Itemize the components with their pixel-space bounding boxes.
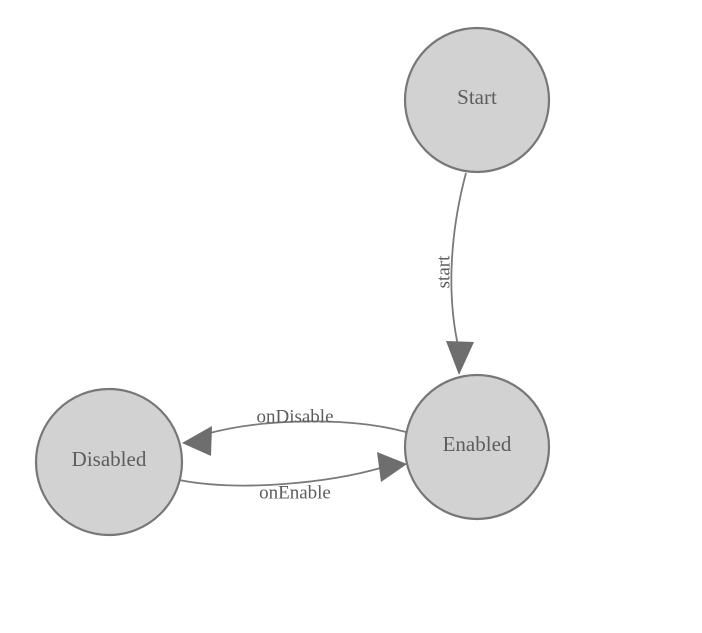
edge-label-start: start xyxy=(433,255,454,288)
state-node-disabled-label: Disabled xyxy=(72,447,147,471)
edge-path-start-to-enabled xyxy=(450,172,467,351)
arrowhead-icon-enabled-to-disabled xyxy=(182,426,212,456)
edge-path-enabled-to-disabled xyxy=(205,420,407,435)
edge-disabled-to-enabled[interactable] xyxy=(178,452,407,487)
edge-path-disabled-to-enabled xyxy=(178,466,385,487)
state-node-start-circle xyxy=(403,26,551,174)
arrowhead-icon-start-to-enabled xyxy=(446,341,474,375)
edge-label-on-enable: onEnable xyxy=(259,482,331,503)
state-node-start[interactable]: Start xyxy=(403,26,551,174)
state-node-disabled[interactable]: Disabled xyxy=(34,387,184,537)
state-node-enabled-circle xyxy=(403,373,551,521)
state-node-start-label: Start xyxy=(457,85,497,109)
state-node-disabled-circle xyxy=(34,387,184,537)
edge-enabled-to-disabled[interactable] xyxy=(182,420,407,456)
state-node-enabled[interactable]: Enabled xyxy=(403,373,551,521)
edge-label-on-disable: onDisable xyxy=(256,406,333,427)
edge-start-to-enabled[interactable] xyxy=(446,172,474,375)
state-node-enabled-label: Enabled xyxy=(443,432,512,456)
arrowhead-icon-disabled-to-enabled xyxy=(377,452,407,482)
